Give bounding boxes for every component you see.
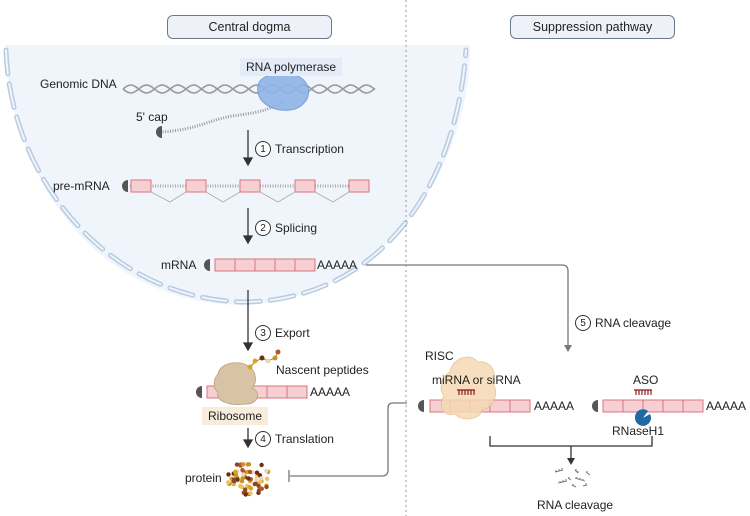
aso-oligo-icon <box>634 389 652 395</box>
protein-residue <box>231 477 237 482</box>
step-transcription: 1 Transcription <box>255 141 344 157</box>
label-rnaseh1: RNaseH1 <box>612 424 665 438</box>
header-central-dogma: Central dogma <box>167 15 332 39</box>
step-label: Export <box>275 326 310 340</box>
protein-residue <box>259 486 264 491</box>
protein-residue <box>226 472 231 477</box>
inhibition-connector <box>290 402 407 477</box>
protein-residue <box>256 483 261 488</box>
label-mrna: mRNA <box>161 258 197 272</box>
protein-residue <box>235 477 240 482</box>
label-ribosome: Ribosome <box>202 407 269 425</box>
flow-arrows <box>242 130 254 449</box>
step-label: Splicing <box>275 221 318 235</box>
protein-residue <box>245 462 250 467</box>
protein-residue <box>252 481 257 487</box>
step-number: 3 <box>255 325 271 341</box>
label-protein: protein <box>185 471 222 485</box>
protein-residue <box>239 479 245 484</box>
rna-fragments-icon <box>554 468 591 488</box>
protein-residue <box>254 470 260 475</box>
label-rna-cleavage-result: RNA cleavage <box>537 498 614 512</box>
label-nascent-peptides: Nascent peptides <box>276 363 369 377</box>
step-export: 3 Export <box>255 325 310 341</box>
mrna-strand <box>204 258 316 272</box>
step-translation: 4 Translation <box>255 431 334 447</box>
header-suppression-pathway: Suppression pathway <box>510 15 675 39</box>
protein-residue <box>246 476 251 481</box>
step-label: RNA cleavage <box>595 316 672 330</box>
label-five-cap: 5' cap <box>136 110 168 124</box>
protein-residue <box>247 469 253 475</box>
mirna-guide-icon <box>457 389 475 395</box>
suppression-connector <box>366 264 569 345</box>
protein-residue <box>240 462 246 467</box>
protein-residue <box>259 462 264 468</box>
risc-complex-icon <box>440 356 496 420</box>
protein-residue <box>241 472 246 477</box>
genomic-dna-helix <box>122 84 376 94</box>
protein-residue <box>243 487 248 492</box>
step-splicing: 2 Splicing <box>255 220 317 236</box>
protein-residue <box>243 492 248 497</box>
ribosome-icon <box>213 362 259 405</box>
five-cap-icon <box>156 126 162 138</box>
step-number: 1 <box>255 141 271 157</box>
nascent-peptide-icon <box>247 349 281 370</box>
label-rna-polymerase: RNA polymerase <box>240 58 343 76</box>
label-poly-a-aso: AAAAA <box>706 399 747 413</box>
protein-residue <box>248 491 253 496</box>
protein-icon <box>226 462 271 497</box>
nucleus-region <box>5 45 470 305</box>
protein-residue <box>264 484 269 490</box>
step-number: 4 <box>255 431 271 447</box>
protein-residue <box>264 476 270 481</box>
label-mirna-sirna: miRNA or siRNA <box>432 373 521 387</box>
step-number: 5 <box>575 315 591 331</box>
protein-residue <box>226 480 231 485</box>
protein-residue <box>257 479 263 485</box>
label-genomic-dna: Genomic DNA <box>40 77 117 91</box>
protein-residue <box>234 462 240 467</box>
rnaseh1-icon <box>634 409 651 426</box>
aso-mrna <box>592 399 704 413</box>
protein-residue <box>233 469 238 475</box>
step-rna-cleavage: 5 RNA cleavage <box>575 315 671 331</box>
label-pre-mrna: pre-mRNA <box>53 179 110 193</box>
step-label: Translation <box>275 432 334 446</box>
label-poly-a-risc: AAAAA <box>534 399 575 413</box>
protein-residue <box>264 468 269 474</box>
step-number: 2 <box>255 220 271 236</box>
protein-residue <box>247 485 252 490</box>
protein-residue <box>240 467 245 473</box>
label-poly-a-nuclear: AAAAA <box>317 258 358 272</box>
label-risc: RISC <box>425 349 454 363</box>
label-poly-a-cytoplasm: AAAAA <box>310 385 351 399</box>
step-label: Transcription <box>275 142 344 156</box>
protein-residue <box>259 476 264 481</box>
protein-residue <box>254 476 259 482</box>
protein-residue <box>239 484 245 490</box>
pre-mrna-strand <box>122 179 370 203</box>
label-aso: ASO <box>633 373 659 387</box>
merge-bracket <box>489 436 653 458</box>
